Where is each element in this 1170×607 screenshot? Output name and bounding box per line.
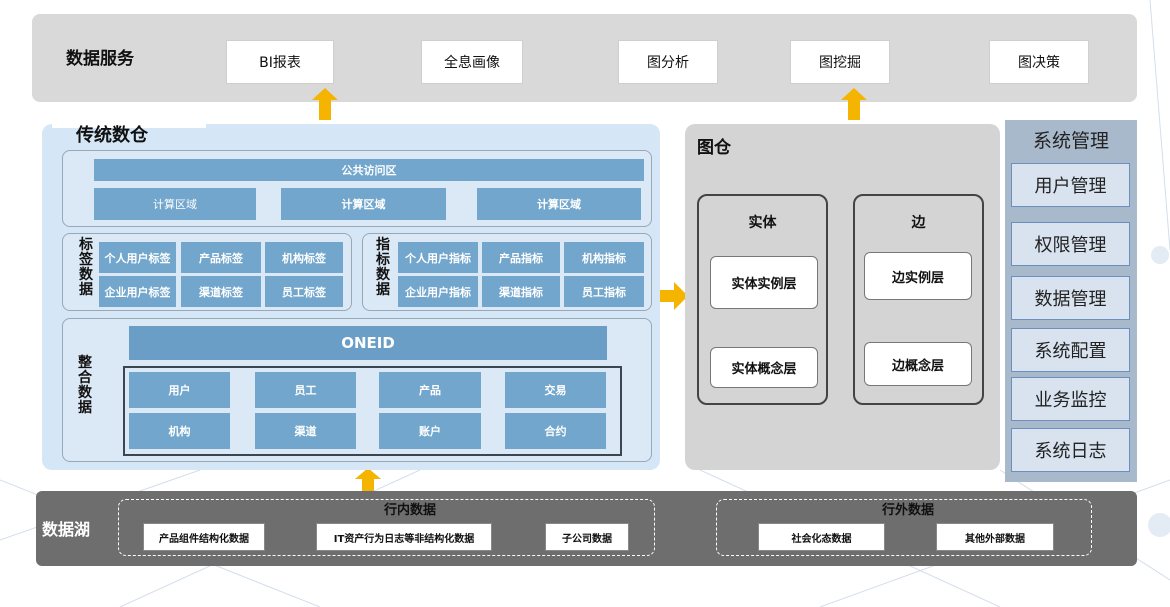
edge-concept-layer: 边概念层 (864, 342, 972, 386)
lake-source: 社会化态数据 (758, 523, 885, 551)
title-backdrop (52, 118, 206, 128)
system-management-title: 系统管理 (1032, 129, 1109, 152)
tag-tile: 企业用户标签 (99, 276, 176, 307)
entity-tile: 机构 (129, 413, 230, 449)
service-graph-analysis[interactable]: 图分析 (618, 40, 718, 84)
tag-tile: 产品标签 (181, 242, 261, 273)
metric-tile: 个人用户指标 (398, 242, 478, 273)
lake-source: 其他外部数据 (936, 523, 1054, 551)
tag-tile: 渠道标签 (181, 276, 261, 307)
metric-tile: 渠道指标 (482, 276, 560, 307)
data-service-title: 数据服务 (66, 49, 134, 69)
tag-tile: 员工标签 (265, 276, 343, 307)
entity-tile: 合约 (505, 413, 606, 449)
service-graph-mining[interactable]: 图挖掘 (790, 40, 890, 84)
entity-concept-layer: 实体概念层 (710, 347, 818, 388)
graph-warehouse-title: 图仓 (697, 138, 731, 158)
entity-tile: 用户 (129, 372, 230, 408)
entity-title: 实体 (748, 215, 777, 231)
entity-tile: 员工 (255, 372, 356, 408)
entity-tile: 账户 (379, 413, 481, 449)
metric-tile: 员工指标 (564, 276, 644, 307)
menu-business-monitor[interactable]: 业务监控 (1011, 377, 1130, 421)
menu-user-management[interactable]: 用户管理 (1011, 163, 1130, 207)
compute-zone: 计算区域 (477, 188, 641, 220)
service-holographic-portrait[interactable]: 全息画像 (421, 40, 523, 84)
entity-tile: 渠道 (255, 413, 356, 449)
data-lake-title: 数据湖 (42, 520, 91, 539)
entity-frame (123, 366, 622, 456)
metric-tile: 企业用户指标 (398, 276, 478, 307)
tag-tile: 机构标签 (265, 242, 343, 273)
arrow-right-icon (656, 282, 688, 310)
integrated-data-label: 整合数据 (78, 355, 92, 416)
public-access-zone: 公共访问区 (94, 159, 644, 181)
external-data-title: 行外数据 (881, 502, 934, 518)
menu-data-management[interactable]: 数据管理 (1011, 276, 1130, 320)
menu-permission-management[interactable]: 权限管理 (1011, 222, 1130, 266)
tag-tile: 个人用户标签 (99, 242, 176, 273)
service-graph-decision[interactable]: 图决策 (989, 40, 1089, 84)
compute-zone: 计算区域 (94, 188, 256, 220)
compute-zone: 计算区域 (281, 188, 446, 220)
arrow-up-icon (312, 88, 338, 120)
external-data-group (716, 499, 1092, 556)
lake-source: IT资产行为日志等非结构化数据 (316, 523, 492, 551)
menu-system-log[interactable]: 系统日志 (1011, 428, 1130, 472)
tag-data-label: 标签数据 (79, 237, 93, 298)
service-bi-report[interactable]: BI报表 (226, 40, 334, 84)
arrow-up-icon (355, 468, 381, 494)
edge-title: 边 (911, 215, 926, 231)
traditional-warehouse-title: 传统数仓 (76, 125, 148, 146)
metric-tile: 机构指标 (564, 242, 644, 273)
data-service-bar (32, 14, 1137, 102)
lake-source: 子公司数据 (545, 523, 629, 551)
metric-tile: 产品指标 (482, 242, 560, 273)
lake-source: 产品组件结构化数据 (143, 523, 265, 551)
arrow-up-icon (841, 88, 867, 120)
metric-data-label: 指标数据 (376, 237, 390, 298)
entity-tile: 产品 (379, 372, 481, 408)
internal-data-group (118, 499, 655, 556)
menu-system-config[interactable]: 系统配置 (1011, 328, 1130, 372)
internal-data-title: 行内数据 (383, 502, 436, 518)
entity-tile: 交易 (505, 372, 606, 408)
oneid-bar: ONEID (129, 326, 607, 360)
edge-instance-layer: 边实例层 (864, 252, 972, 300)
entity-instance-layer: 实体实例层 (710, 256, 818, 309)
